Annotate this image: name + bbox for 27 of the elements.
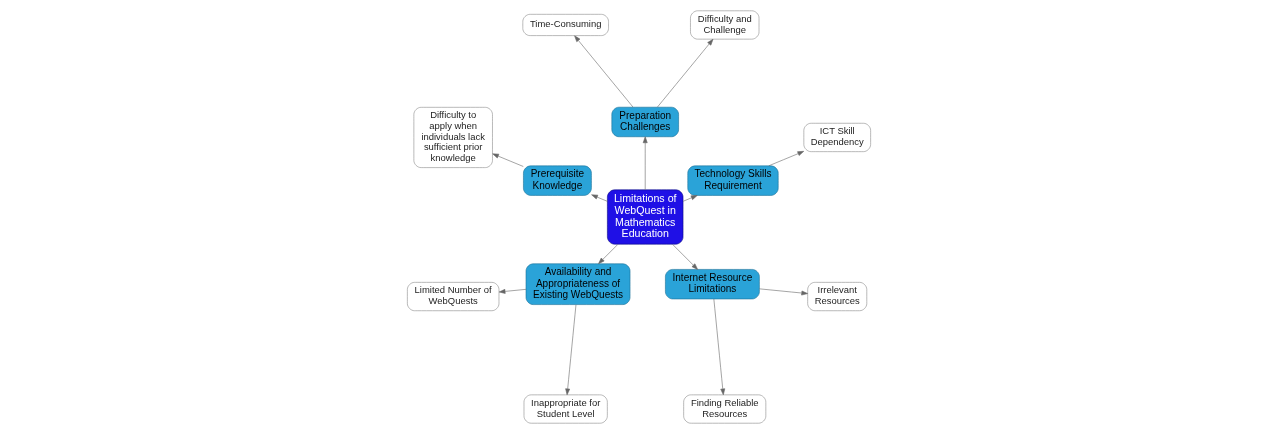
arrow <box>713 298 726 396</box>
arrow <box>498 289 527 294</box>
arrow <box>574 35 634 108</box>
arrow <box>682 195 698 202</box>
arrow <box>598 244 619 264</box>
node-box: Internet Resource Limitations <box>665 269 760 300</box>
arrow <box>768 151 805 167</box>
node-box: Technology Skills Requirement <box>687 165 779 196</box>
arrow <box>657 39 714 108</box>
arrow <box>672 244 698 270</box>
arrow <box>642 136 648 191</box>
arrow <box>759 288 808 296</box>
node-box: Limitations of WebQuest in Mathematics Education <box>607 189 684 245</box>
node-box: Prerequisite Knowledge <box>523 165 592 196</box>
node-box: Difficulty and Challenge <box>690 10 760 40</box>
node-box: Inappropriate for Student Level <box>523 394 608 424</box>
arrow <box>492 153 524 167</box>
node-box: ICT Skill Dependency <box>803 122 871 152</box>
node-box: Time-Consuming <box>522 14 609 36</box>
node-box: Difficulty to apply when individuals lack sufficient prior knowledge <box>413 107 493 168</box>
node-box: Preparation Challenges <box>611 106 679 138</box>
arrow <box>565 304 577 396</box>
node-box: Limited Number of WebQuests <box>407 282 500 312</box>
node-box: Availability and Appropriateness of Existing WebQuests <box>525 263 631 305</box>
node-box: Finding Reliable Resources <box>683 394 767 424</box>
arrow <box>591 194 608 202</box>
node-box: Irrelevant Resources <box>807 282 868 312</box>
